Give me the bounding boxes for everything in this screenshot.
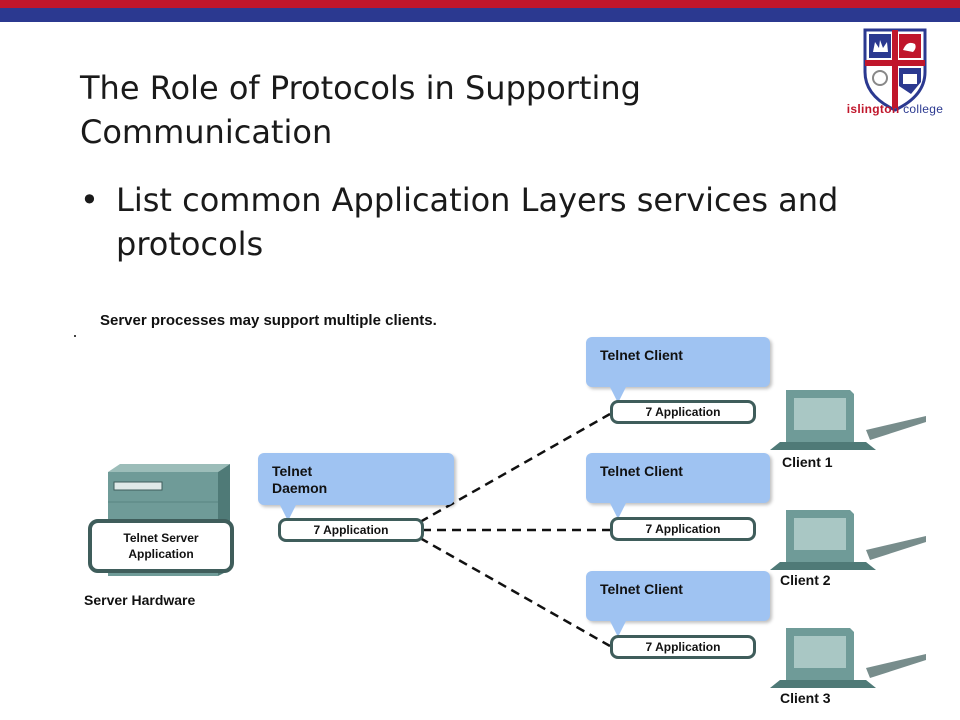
client-bubble-tail-1 <box>610 387 626 403</box>
server-hardware-label: Server Hardware <box>84 592 196 608</box>
daemon-bubble-tail <box>280 505 296 521</box>
telnet-server-app-box: Telnet Server Application <box>88 519 234 573</box>
client-bubble-label-1: Telnet Client <box>600 347 683 363</box>
bullet-text: List common Application Layers services … <box>116 181 839 263</box>
telnet-client-bubble-2: Telnet Client <box>586 453 770 519</box>
diagram-caption: Server processes may support multiple cl… <box>100 312 437 329</box>
top-red-band <box>0 0 960 8</box>
daemon-label-1: Telnet <box>272 463 313 479</box>
logo-name-first: islington <box>846 102 900 116</box>
client-computer-icon-3 <box>770 628 926 688</box>
stray-dot <box>74 335 76 337</box>
client-bubble-tail-2 <box>610 503 626 519</box>
logo-name-second: college <box>899 102 944 116</box>
client-app-layer-box-3: 7 Application <box>610 635 756 659</box>
client-bubble-label-2: Telnet Client <box>600 463 683 479</box>
server-app-layer-box: 7 Application <box>278 518 424 542</box>
client-label-1: Client 1 <box>782 454 833 470</box>
telnet-client-bubble-1: Telnet Client <box>586 337 770 403</box>
client-bubble-tail-3 <box>610 621 626 637</box>
college-crest-logo <box>863 28 927 112</box>
bullet-item: • List common Application Layers service… <box>80 178 920 266</box>
telnet-diagram: Server processes may support multiple cl… <box>60 300 960 720</box>
daemon-label-2: Daemon <box>272 480 328 496</box>
client-computer-icon-1 <box>770 390 926 450</box>
client-label-2: Client 2 <box>780 572 831 588</box>
telnet-client-bubble-3: Telnet Client <box>586 571 770 637</box>
connection-lines <box>419 412 611 648</box>
server-app-label-1: Telnet Server <box>123 531 199 545</box>
client-label-3: Client 3 <box>780 690 831 706</box>
server-app-label-2: Application <box>128 547 194 561</box>
link-client1 <box>419 412 611 524</box>
link-client3 <box>419 536 611 648</box>
telnet-daemon-bubble: Telnet Daemon <box>258 453 454 521</box>
slide-title: The Role of Protocols in Supporting Comm… <box>80 69 641 151</box>
client-app-layer-box-2: 7 Application <box>610 517 756 541</box>
client-app-layer-box-1: 7 Application <box>610 400 756 424</box>
client-bubble-label-3: Telnet Client <box>600 581 683 597</box>
college-name-logo: islington college <box>835 102 955 116</box>
bullet-marker: • <box>80 181 99 219</box>
client-computer-icon-2 <box>770 510 926 570</box>
top-blue-band <box>0 8 960 22</box>
